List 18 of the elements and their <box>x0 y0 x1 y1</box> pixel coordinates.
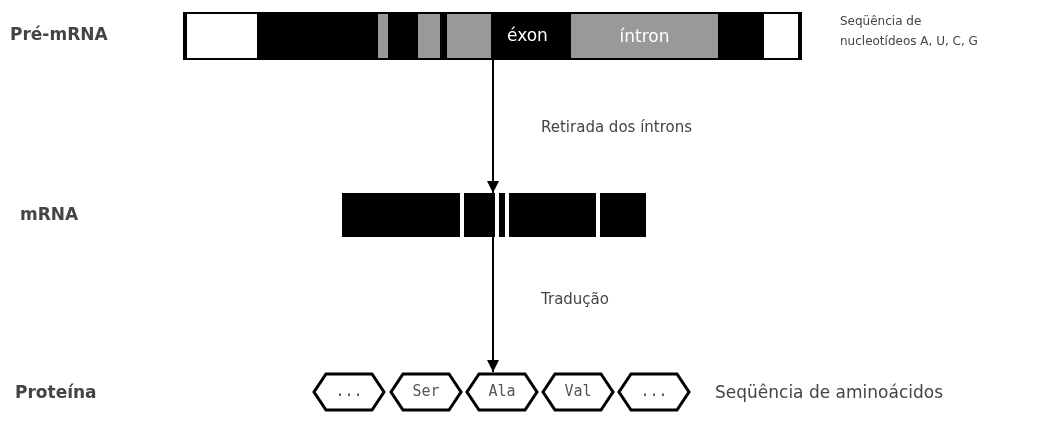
edge-label: Retirada dos íntrons <box>541 118 693 136</box>
arrow <box>487 59 499 194</box>
amino-acid-hexagon: Ala <box>465 372 539 412</box>
mrna-strip <box>342 193 646 237</box>
note-text: Seqüência de nucleotídeos A, U, C, G <box>840 13 979 50</box>
note-text: Seqüência de aminoácidos <box>715 382 943 402</box>
stage-label: Pré-mRNA <box>10 24 108 44</box>
edge-label: Tradução <box>541 290 609 308</box>
amino-acid-hexagon: Ser <box>389 372 463 412</box>
amino-acid-hexagon: Val <box>541 372 615 412</box>
amino-acid-hexagon: ... <box>312 372 386 412</box>
stage-label: Proteína <box>15 382 97 402</box>
amino-acid-hexagon: ... <box>617 372 691 412</box>
arrow <box>487 236 499 373</box>
intron-segment: íntron <box>571 14 718 58</box>
stage-label: mRNA <box>20 204 79 224</box>
pre-mrna-strip <box>183 12 802 60</box>
exon-label: éxon <box>507 25 548 45</box>
